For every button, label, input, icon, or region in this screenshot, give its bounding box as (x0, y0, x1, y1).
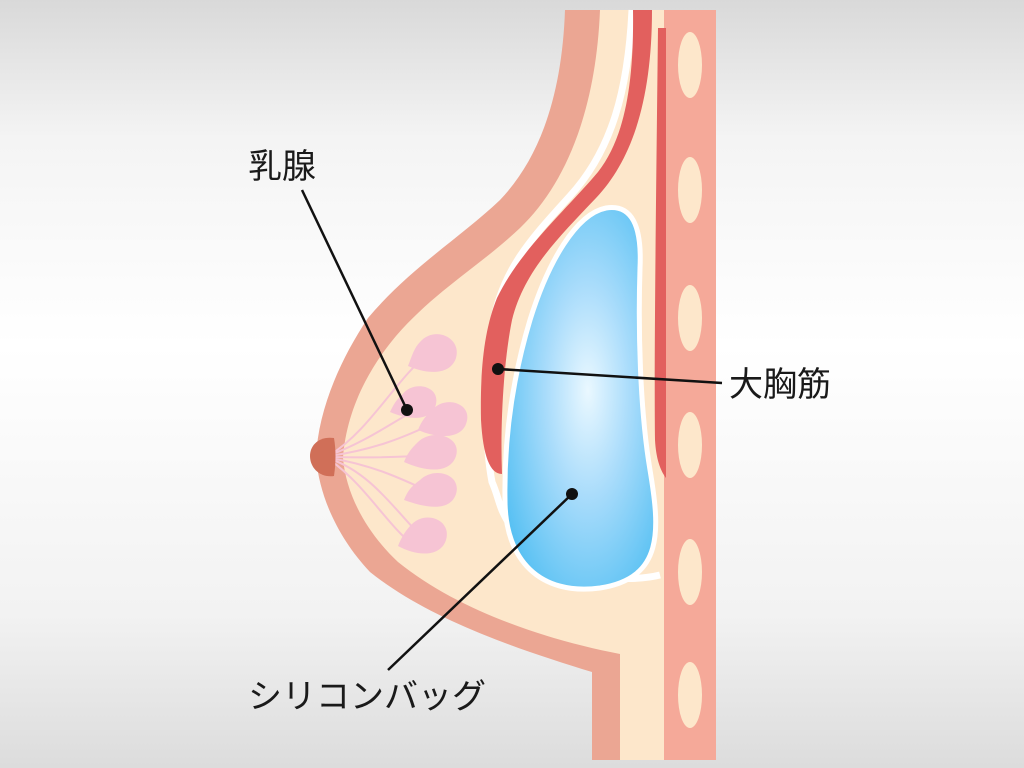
rib-bone (678, 157, 702, 223)
lobule (408, 334, 457, 372)
leader-line-mammary-gland (300, 189, 409, 411)
lobule (404, 434, 457, 470)
rib-bone (678, 539, 702, 605)
nipple (310, 437, 336, 477)
gland-lobules (390, 334, 468, 554)
leader-dots (401, 363, 578, 500)
pectoralis-minor (654, 28, 666, 478)
lobule (404, 472, 457, 507)
label-silicone-bag: シリコンバッグ (248, 677, 486, 717)
chest-wall (664, 10, 716, 760)
mammary-gland (329, 334, 468, 554)
pectoralis-major (480, 10, 652, 474)
leader-lines (300, 189, 723, 671)
dot-silicone (566, 488, 578, 500)
lobule (418, 402, 468, 437)
dot-pectoralis (492, 363, 504, 375)
leader-line-pectoralis (497, 367, 723, 385)
rib-bone (678, 32, 702, 98)
lobule (398, 517, 447, 554)
rib-bone (678, 285, 702, 351)
rib-bone (678, 412, 702, 478)
rib-bone (678, 662, 702, 728)
silicone-implant (502, 205, 659, 592)
label-mammary-gland: 乳腺 (248, 147, 316, 187)
dot-mammary-gland (401, 404, 413, 416)
leader-line-silicone (387, 493, 573, 671)
label-pectoralis-major: 大胸筋 (729, 365, 831, 405)
rib-bones (678, 32, 702, 728)
